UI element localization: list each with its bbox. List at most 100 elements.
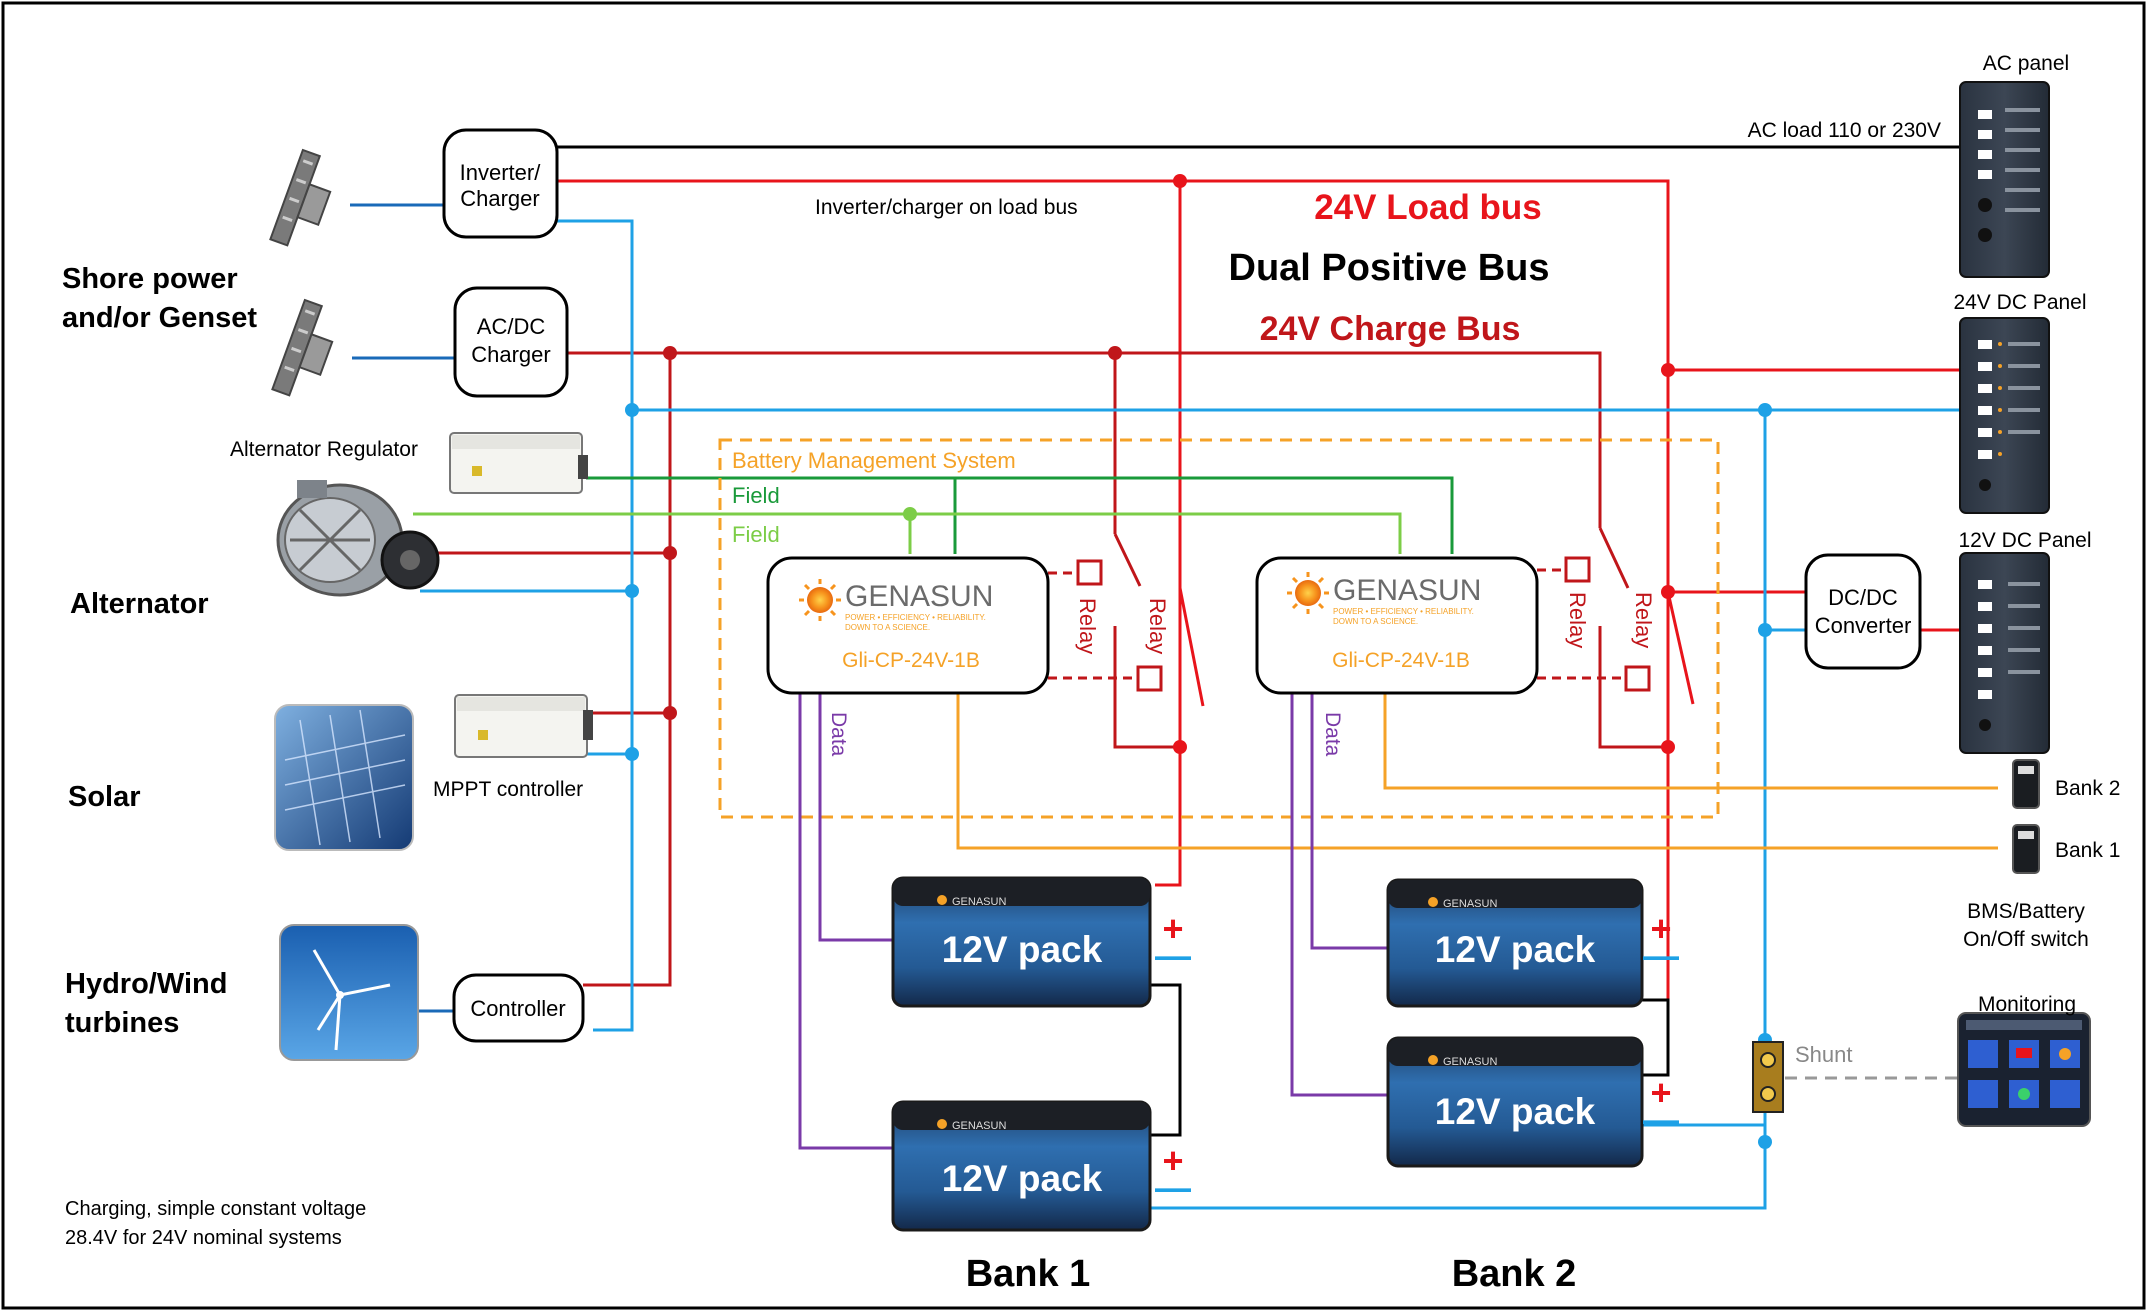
shunt-icon — [1752, 1041, 1784, 1113]
pack-positive-terminal: + — [1162, 1140, 1183, 1181]
relay-box-bank1-load — [1076, 559, 1103, 586]
pack-negative-terminal: — — [1155, 1167, 1191, 1208]
text-line: BMS/Battery — [1967, 900, 2085, 923]
turbine-controller-box — [452, 973, 585, 1043]
svg-text:GENASUN: GENASUN — [952, 896, 1006, 908]
ac-dc-charger-box — [453, 286, 569, 398]
bank2-switch-label: Bank 2 — [2055, 777, 2120, 800]
pack-negative-terminal: — — [1643, 935, 1679, 976]
dc24-panel — [1959, 317, 2050, 514]
source-positive-taps — [420, 551, 670, 715]
bank2-data-label: Data — [1321, 712, 1344, 757]
text-line: Converter — [1815, 613, 1912, 638]
relay-label: Relay — [1631, 592, 1656, 648]
ac-load-label: AC load 110 or 230V — [1748, 119, 1941, 142]
dual-positive-bus-title: Dual Positive Bus — [1229, 247, 1550, 289]
pack-positive-terminal: + — [1650, 908, 1671, 949]
inverter-on-load-bus-note: Inverter/charger on load bus — [815, 196, 1078, 219]
shunt-label: Shunt — [1795, 1042, 1853, 1067]
dc-dc-converter-box — [1804, 553, 1922, 670]
controller-model: Gli-CP-24V-1B — [842, 649, 980, 672]
alternator-regulator-device — [449, 432, 588, 494]
relays — [1076, 556, 1651, 692]
bank2-switch-wire — [1383, 693, 1998, 790]
source-positive-collector — [583, 353, 672, 987]
text-line: DOWN TO A SCIENCE. — [845, 623, 930, 632]
load-bus-drop-bank1 — [1155, 181, 1182, 887]
alternator-regulator-label: Alternator Regulator — [230, 438, 418, 461]
relay-box-bank2-charge — [1624, 665, 1651, 692]
bank1-switch[interactable] — [2012, 824, 2040, 874]
pack-label: 12V pack — [942, 929, 1103, 970]
bms-controller-bank1: GENASUN POWER • EFFICIENCY • RELIABILITY… — [766, 556, 1050, 695]
bms-boundary — [718, 438, 1720, 819]
monitoring-display-icon[interactable] — [1957, 1012, 2091, 1127]
junctions — [625, 174, 1772, 1149]
shore-plug-icon — [269, 148, 332, 247]
bms-controller-bank2: GENASUN POWER • EFFICIENCY • RELIABILITY… — [1255, 556, 1539, 695]
negative-collector — [557, 219, 634, 1032]
negative-taps — [420, 589, 632, 756]
load-bus-label: 24V Load bus — [1314, 188, 1542, 227]
pack-negative-terminal: — — [1643, 1099, 1679, 1140]
pack-positive-terminal: + — [1650, 1072, 1671, 1113]
mppt-controller-label: MPPT controller — [433, 778, 583, 801]
text-line: DC/DC — [1828, 585, 1898, 610]
bank2-relay-control — [1537, 568, 1626, 680]
genasun-brand: GENASUN — [845, 580, 993, 613]
field-wire-light — [413, 512, 1402, 554]
charge-bus-wire — [567, 351, 1602, 528]
hydro-wind-label: Hydro/Wind turbines — [65, 968, 227, 1039]
bank2-switch[interactable] — [2012, 759, 2040, 809]
inverter-charger-box — [442, 128, 559, 239]
ac-dc-charger-label: AC/DC Charger — [471, 314, 550, 367]
dc12-panel-label: 12V DC Panel — [1958, 529, 2091, 552]
text-line: Charger — [460, 186, 539, 211]
relay-label: Relay — [1145, 598, 1170, 654]
pack-label: 12V pack — [1435, 1091, 1596, 1132]
pack-negative-terminal: — — [1155, 935, 1191, 976]
bank2-data — [1290, 693, 1388, 1097]
load-relay-bank2 — [1666, 591, 1695, 885]
bank2-title: Bank 2 — [1452, 1253, 1577, 1295]
dc-dc-converter-label: DC/DC Converter — [1815, 585, 1912, 638]
svg-text:POWER • EFFICIENCY • RELIABILI: POWER • EFFICIENCY • RELIABILITY.DOWN TO… — [845, 613, 986, 632]
svg-text:POWER • EFFICIENCY • RELIABILI: POWER • EFFICIENCY • RELIABILITY.DOWN TO… — [1333, 607, 1474, 626]
battery-pack-bank1-bottom: GENASUN 12V pack — [891, 1100, 1152, 1232]
charge-bus-label: 24V Charge Bus — [1260, 310, 1521, 348]
svg-text:GENASUN: GENASUN — [1443, 1056, 1497, 1068]
shore-power-label: Shore power and/or Genset — [62, 263, 257, 334]
text-line: AC/DC — [477, 314, 546, 339]
load-bus-wire — [557, 179, 1960, 1000]
bms-label: Battery Management System — [732, 448, 1016, 473]
relay-label: Relay — [1075, 598, 1100, 654]
text-line: Shore power — [62, 263, 238, 295]
text-line: POWER • EFFICIENCY • RELIABILITY. — [1333, 607, 1474, 616]
text-line: turbines — [65, 1007, 179, 1039]
bank1-switch-wire — [956, 693, 1998, 850]
dc12-panel — [1959, 552, 2050, 754]
pack-label: 12V pack — [942, 1158, 1103, 1199]
alternator-label: Alternator — [70, 588, 209, 620]
bank1-title: Bank 1 — [966, 1253, 1091, 1295]
ac-panel — [1959, 81, 2050, 278]
pack-positive-terminal: + — [1162, 908, 1183, 949]
text-line: POWER • EFFICIENCY • RELIABILITY. — [845, 613, 986, 622]
bank1-data — [798, 693, 893, 1150]
load-relay-bank1 — [1178, 587, 1205, 885]
ac-panel-label: AC panel — [1983, 52, 2069, 75]
charge-relay-bank2 — [1598, 527, 1668, 749]
solar-label: Solar — [68, 781, 141, 813]
relay-box-bank1-charge — [1136, 665, 1163, 692]
text-line: Charger — [471, 342, 550, 367]
text-line: On/Off switch — [1963, 928, 2089, 951]
text-line: and/or Genset — [62, 302, 257, 334]
text-line: Hydro/Wind — [65, 968, 227, 1000]
bank1-series-link — [1150, 983, 1182, 1137]
negative-return — [1150, 410, 1767, 1210]
field-label-dark: Field — [732, 483, 780, 508]
solar-panel-icon — [274, 704, 414, 851]
relay-label: Relay — [1565, 592, 1590, 648]
